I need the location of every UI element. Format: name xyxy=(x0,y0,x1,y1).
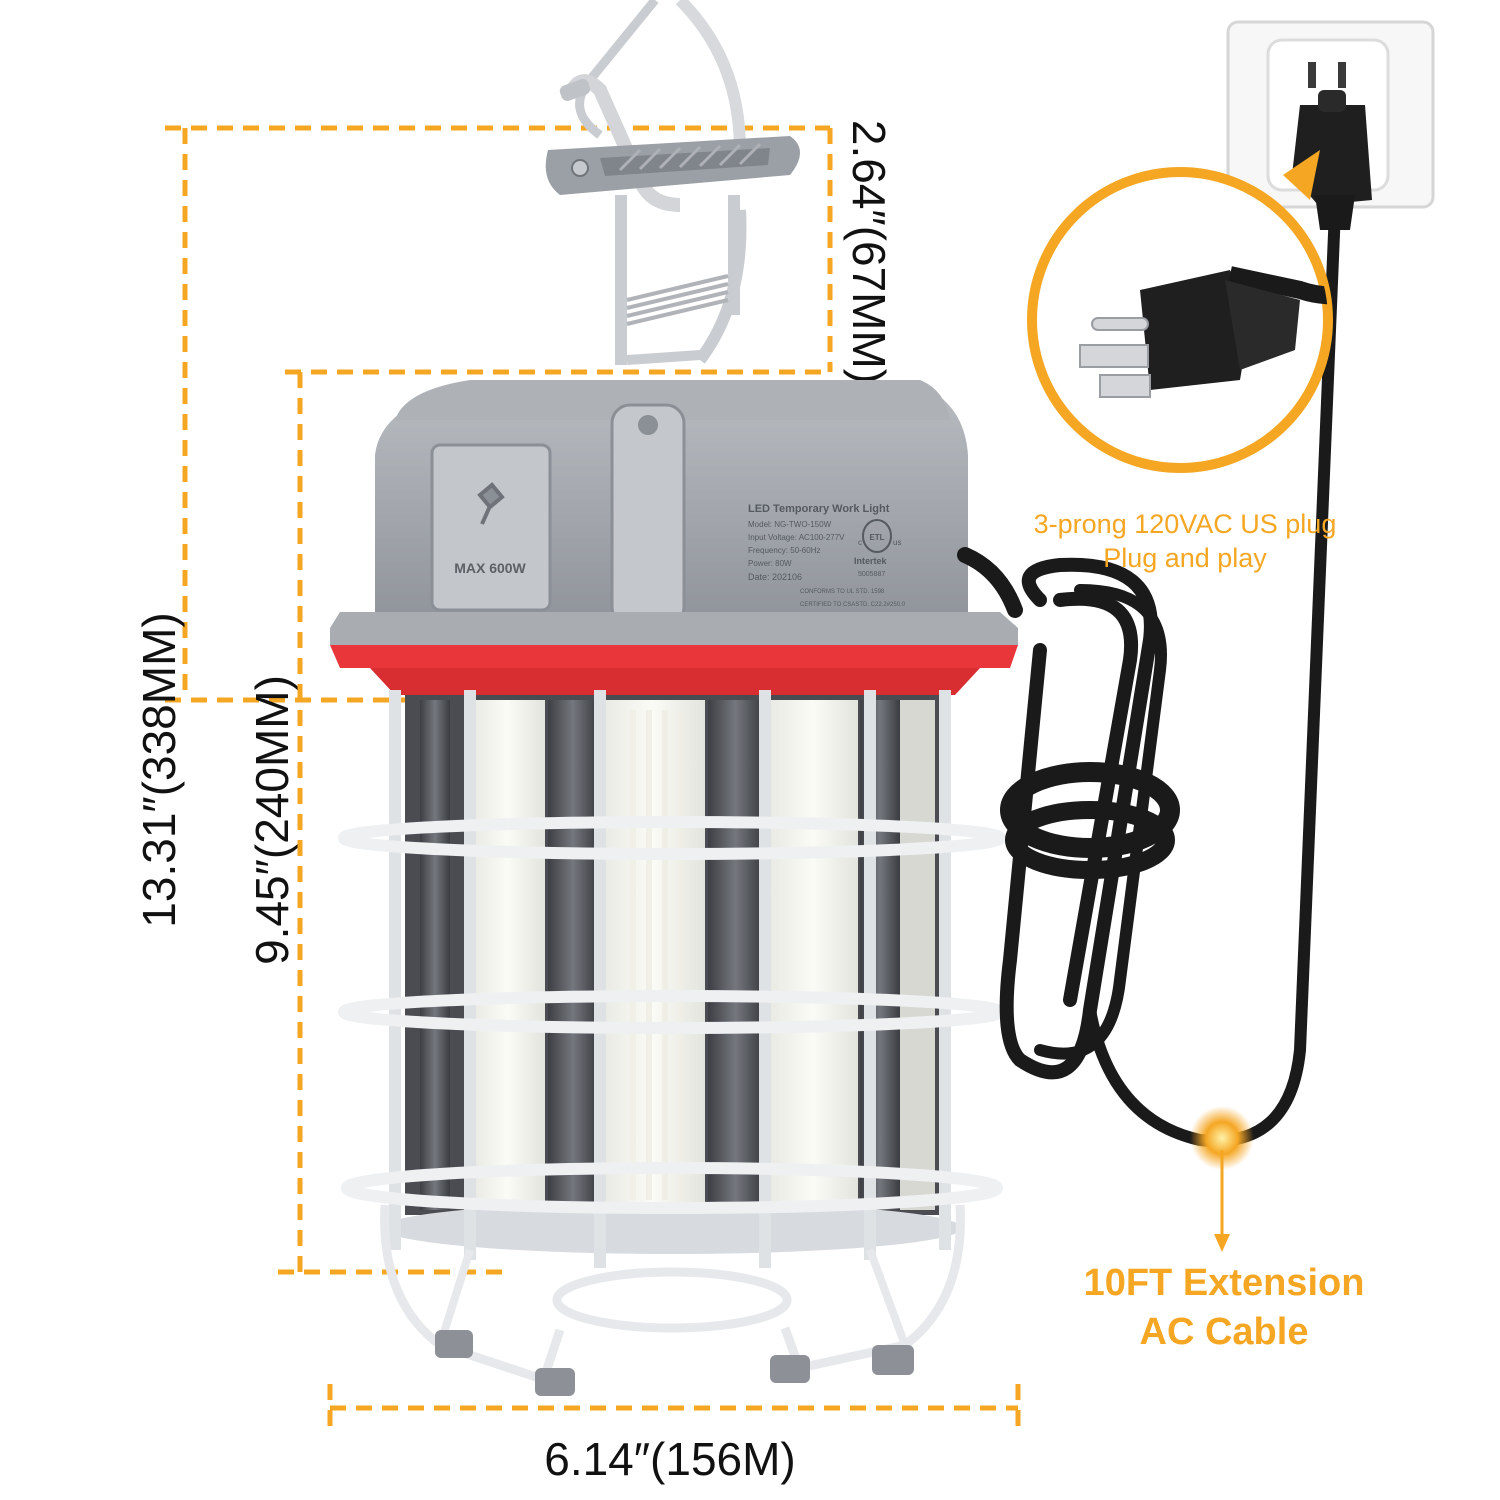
spec-frequency: Frequency: 50-60Hz xyxy=(748,546,820,555)
coiled-cable xyxy=(957,204,1341,1147)
spec-power: Power: 80W xyxy=(748,559,792,568)
red-ring xyxy=(330,645,1018,668)
led-body xyxy=(382,695,962,1254)
overall-height-label: 13.31″(338MM) xyxy=(133,612,185,927)
cage-feet xyxy=(435,1330,914,1396)
spec-title: LED Temporary Work Light xyxy=(748,503,890,515)
spec-plate: LED Temporary Work Light Model: NG-TWO-1… xyxy=(748,503,906,608)
cable-highlight-dot xyxy=(1190,1106,1254,1170)
plug-description-line1: 3-prong 120VAC US plug xyxy=(1034,509,1337,539)
hanger-hook xyxy=(545,0,800,365)
spec-date: Date: 202106 xyxy=(748,572,802,582)
cable-description-line2: AC Cable xyxy=(1140,1311,1309,1353)
cert-brand: Intertek xyxy=(854,556,888,566)
etl-mark-text: ETL xyxy=(869,533,884,542)
spec-model: Model: NG-TWO-150W xyxy=(748,520,832,529)
outlet-rating-label: MAX 600W xyxy=(454,560,526,576)
body-height-label: 9.45″(240MM) xyxy=(246,675,298,965)
plug-description-line2: Plug and play xyxy=(1103,543,1267,573)
wire-cage xyxy=(338,690,1006,1385)
plug-icon xyxy=(1079,266,1328,398)
plug-callout xyxy=(1027,150,1333,473)
cable-description-line1: 10FT Extension xyxy=(1084,1262,1365,1304)
etl-c-text: c xyxy=(858,538,862,547)
cable-pointer-arrow xyxy=(1214,1150,1230,1252)
spec-voltage: Input Voltage: AC100-277V xyxy=(748,533,845,542)
cert-number: 5005887 xyxy=(858,571,885,578)
lamp-housing: MAX 600W LED Temporary Work Light Model:… xyxy=(330,380,1018,695)
hook-height-label: 2.64″(67MM) xyxy=(843,120,895,384)
spec-conformity: CONFORMS TO UL STD. 1598 xyxy=(800,589,885,595)
etl-mark-icon xyxy=(862,519,892,553)
spec-certification: CERTIFIED TO CSASTD. C22.2#250.0 xyxy=(800,602,906,608)
etl-us-text: us xyxy=(893,538,901,547)
width-label: 6.14″(156M) xyxy=(544,1433,796,1485)
